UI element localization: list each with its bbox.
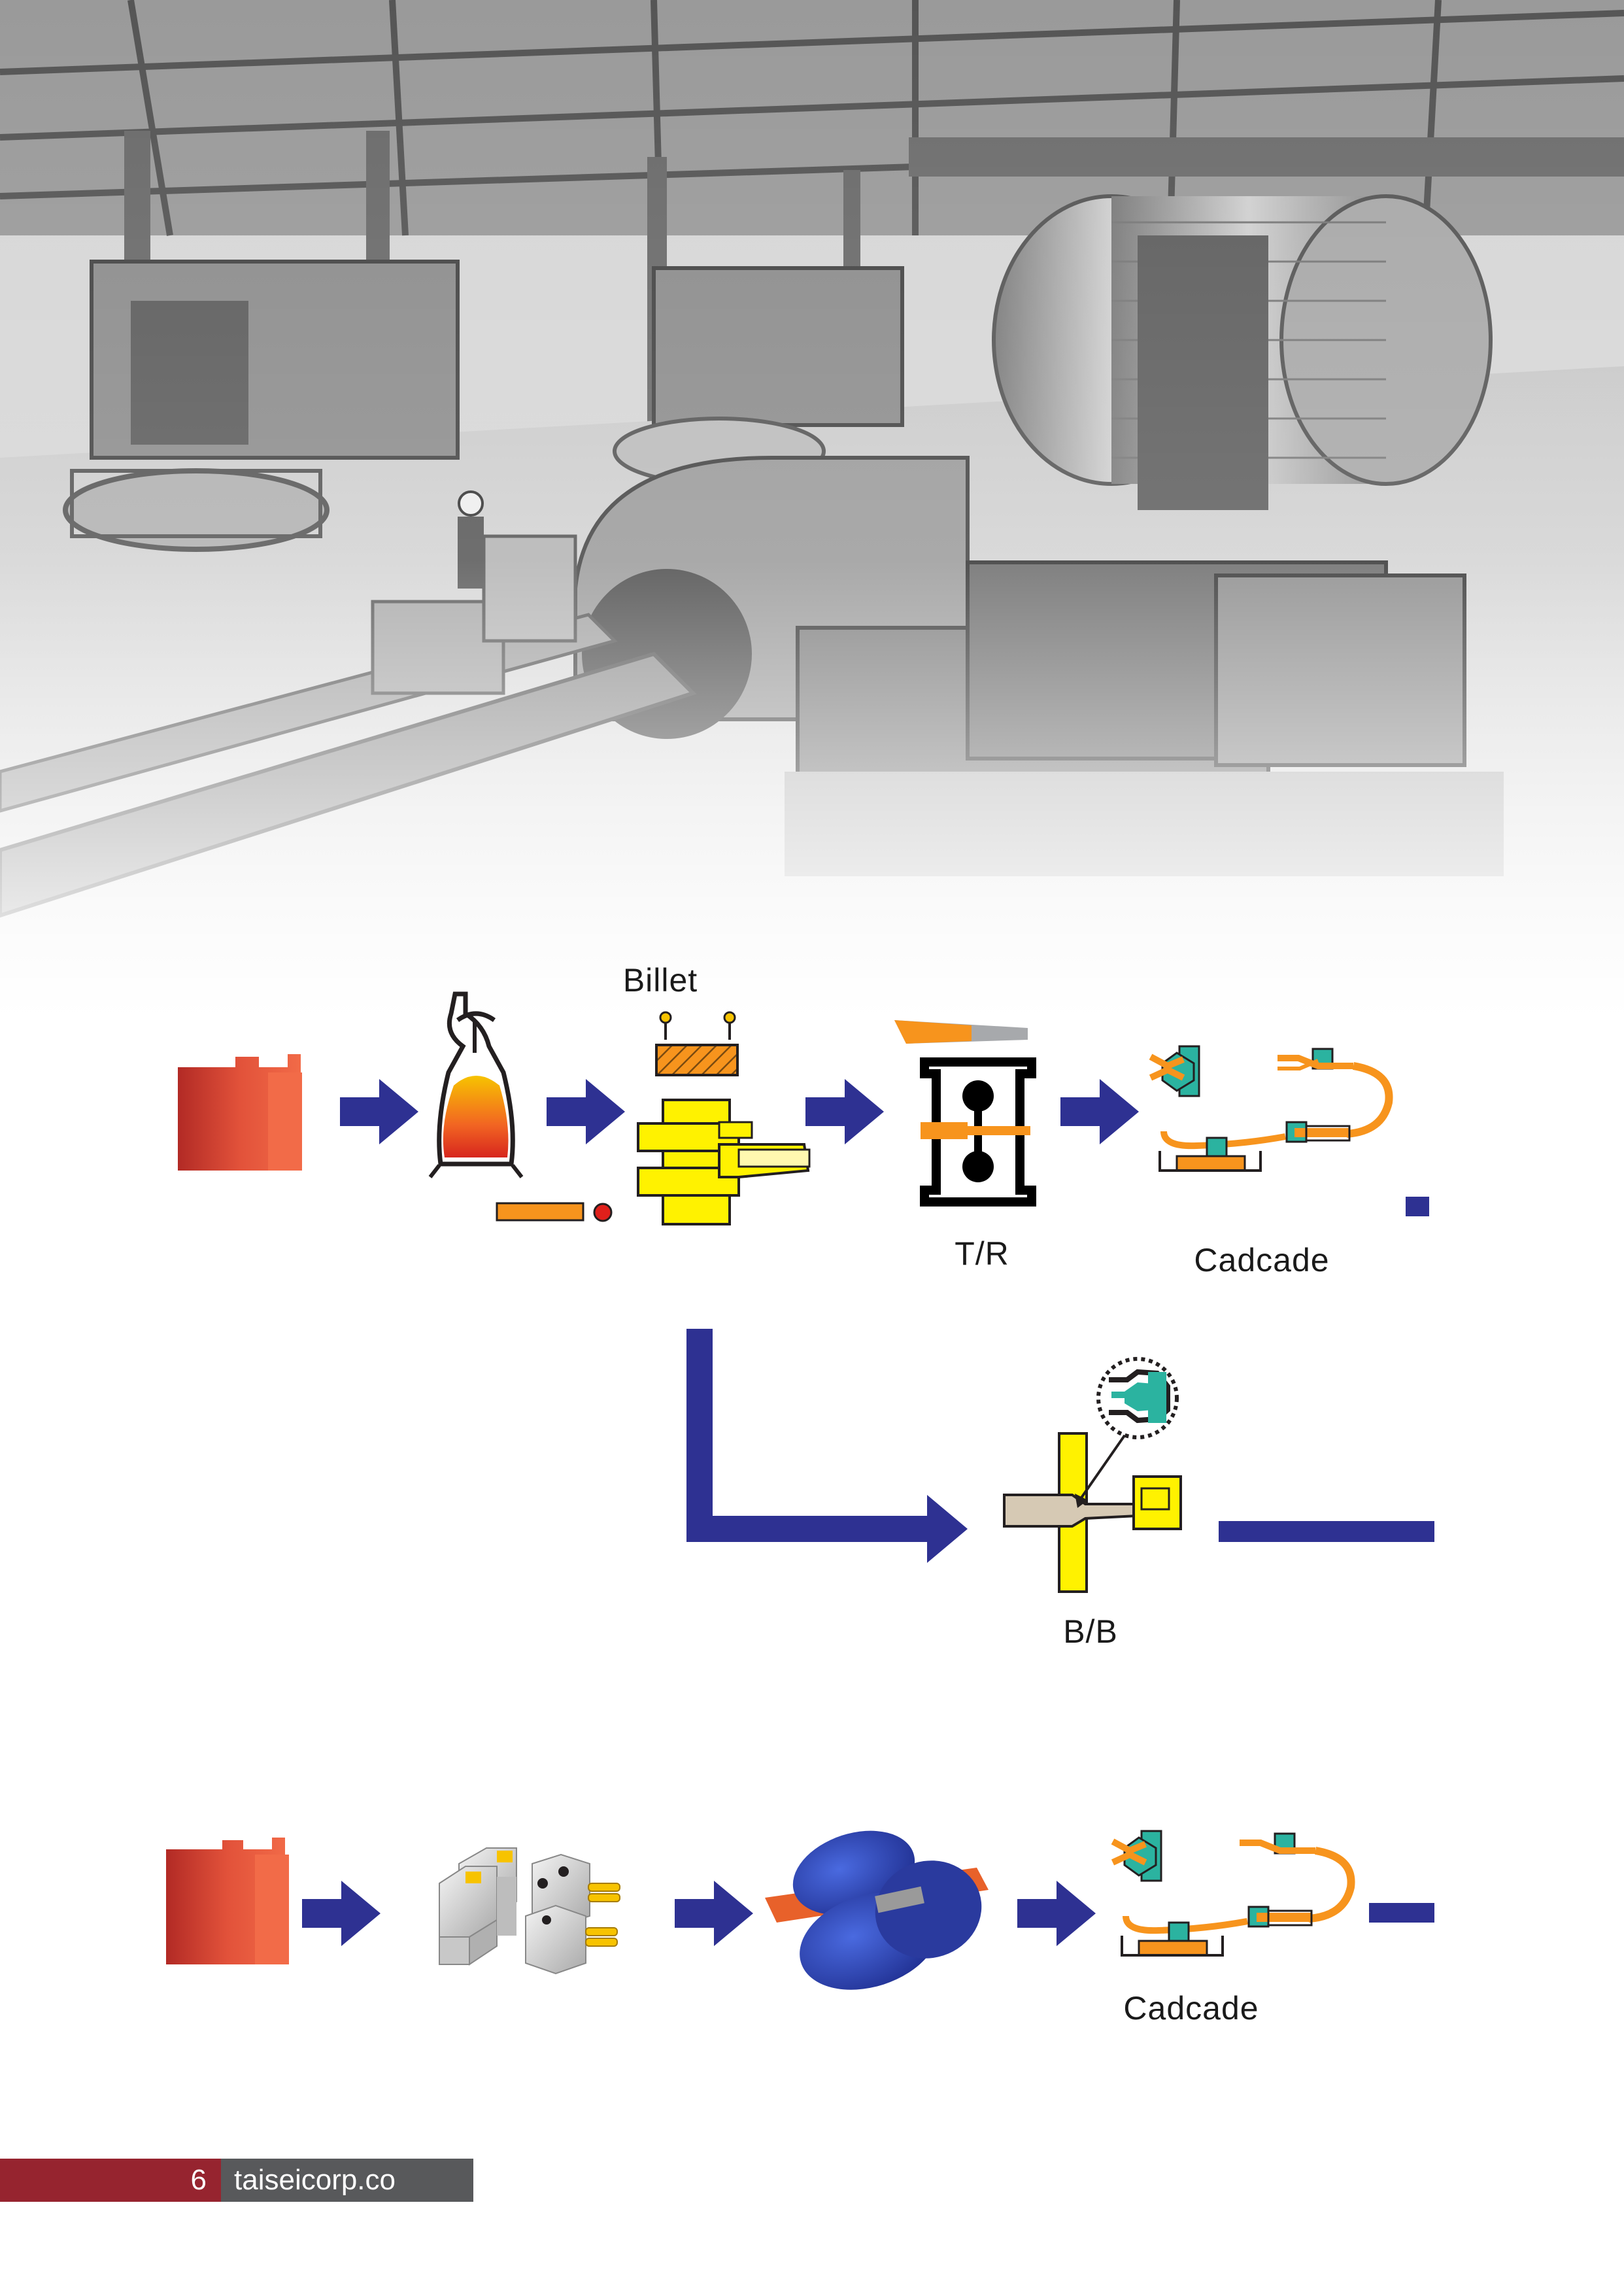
billet-label: Billet <box>623 962 698 999</box>
cascade-rolling-icon <box>1111 1830 1355 1957</box>
copper-cathode-icon <box>178 1054 302 1171</box>
flow-arrow <box>302 1881 381 1946</box>
page-number: 6 <box>0 2159 221 2202</box>
flow-arrow <box>675 1881 753 1946</box>
branch-arrowhead <box>927 1495 968 1563</box>
tr-label: T/R <box>955 1235 1009 1272</box>
continuation-line <box>1219 1521 1434 1542</box>
factory-photo <box>0 0 1624 1020</box>
cascade-label-bottom: Cadcade <box>1123 1990 1259 2027</box>
copper-cathode-icon <box>166 1838 289 1964</box>
melting-furnace-icon <box>428 991 524 1178</box>
flow-arrow <box>1017 1881 1096 1946</box>
tr-rolling-mill-icon <box>894 1020 1036 1207</box>
flow-arrow <box>1060 1079 1139 1144</box>
rolling-rolls-icon <box>765 1830 989 1990</box>
cascade-rolling-icon <box>1149 1045 1393 1172</box>
flow-arrow <box>340 1079 418 1144</box>
bb-label: B/B <box>1063 1613 1118 1650</box>
website-link[interactable]: taiseicorp.co <box>221 2159 473 2202</box>
continuation-marker <box>1406 1197 1429 1216</box>
billet-caster-icon <box>496 1011 811 1225</box>
page-footer: 6 taiseicorp.co <box>0 2159 473 2202</box>
extrusion-die-block-icon <box>439 1847 620 1975</box>
branch-connector <box>686 1329 928 1542</box>
bb-breakdown-icon <box>1003 1357 1182 1593</box>
continuation-line <box>1369 1903 1434 1923</box>
cascade-label-top: Cadcade <box>1194 1242 1329 1278</box>
process-flow-diagram: Billet T/R <box>166 962 1434 2027</box>
flow-arrow <box>805 1079 884 1144</box>
flow-arrow <box>547 1079 625 1144</box>
